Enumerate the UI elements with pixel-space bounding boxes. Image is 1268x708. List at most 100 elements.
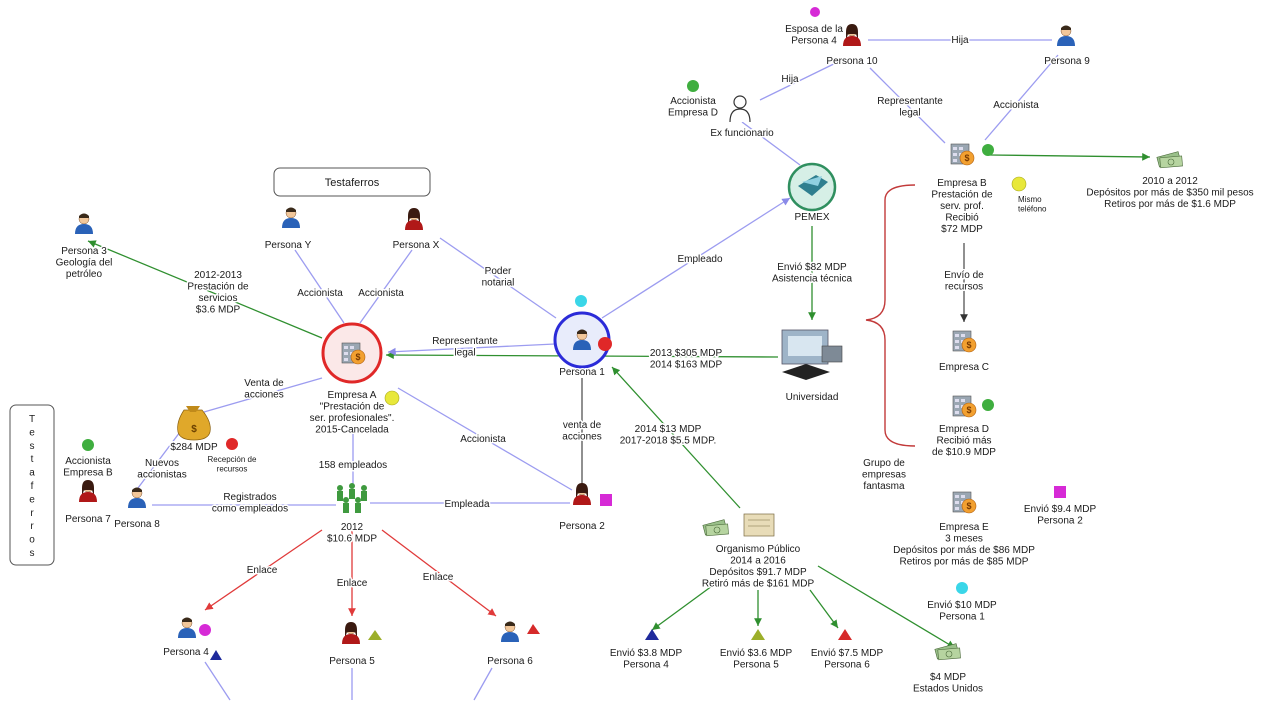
empresa-d-label: de $10.9 MDP [932, 447, 996, 458]
money-bills-icon [934, 643, 961, 661]
empresa-a-node [321, 322, 400, 406]
envio-38-label: Envió $3.8 MDP [610, 648, 683, 659]
organismo-label: Organismo Público [716, 544, 801, 555]
building-icon [952, 330, 977, 353]
persona3-label: Geología del [56, 258, 113, 269]
empleada-label: Empleada [444, 499, 489, 510]
accionista-p2-label: Accionista [460, 434, 506, 445]
nuevos-accionistas-label: Nuevos [145, 458, 179, 469]
person-icon [74, 213, 94, 235]
testaferros-letter: f [31, 481, 34, 492]
sphere-yellow-icon [384, 390, 400, 406]
accionista-d-label: Accionista [670, 96, 716, 107]
ex-funcionario-label: Ex funcionario [710, 128, 774, 139]
building-icon [952, 491, 977, 514]
envio-recursos-label: recursos [945, 282, 983, 293]
flow-organismo-label: 2014 $13 MDP [635, 424, 702, 435]
hija-top-label: Hija [951, 35, 969, 46]
venta-acciones-mid-label: venta de [563, 420, 602, 431]
venta-acciones-left-label: Venta de [244, 378, 284, 389]
persona7-label: Persona 7 [65, 514, 111, 525]
testaferros-top-label: Testaferros [325, 177, 380, 189]
testaferros-letter: e [29, 427, 35, 438]
envio-82-label: Envió $82 MDP [777, 262, 847, 273]
envio-82-label: Asistencia técnica [772, 274, 852, 285]
accionista-y-label: Accionista [297, 288, 343, 299]
empresa-a-label: ser. profesionales". [310, 413, 395, 424]
money-bag-icon: $ [177, 406, 211, 441]
persona-y-label: Persona Y [265, 240, 312, 251]
accionista-right-label: Accionista [993, 100, 1039, 111]
envio-recursos-label: Envío de [944, 270, 984, 281]
square-magenta-icon [1054, 486, 1066, 498]
testaferros-letter: r [30, 521, 34, 532]
testaferros-top-box: Testaferros [273, 167, 431, 197]
envio-36-label: Persona 5 [733, 660, 779, 671]
triangle-olive-icon [368, 630, 382, 640]
persona-x-label: Persona X [393, 240, 440, 251]
empresa-b-label: Recibió [945, 213, 979, 224]
sphere-red-icon [226, 438, 238, 450]
connector-lines [87, 39, 1151, 701]
grupo-label: Grupo de [863, 458, 905, 469]
representante-legal-top-label: Representante [877, 96, 943, 107]
person-icon [78, 479, 98, 503]
accionista-d-label: Empresa D [668, 108, 718, 119]
grupo-label: fantasma [863, 481, 905, 492]
nuevos-accionistas-label: accionistas [137, 470, 186, 481]
persona9-label: Persona 9 [1044, 56, 1090, 67]
empleados-2012-label: 2012 [341, 522, 364, 533]
persona5-label: Persona 5 [329, 656, 375, 667]
sphere-green-icon [82, 439, 94, 451]
persona3-label: Persona 3 [61, 246, 107, 257]
empresa-b-label: $72 MDP [941, 224, 983, 235]
flow-organismo-label: 2017-2018 $5.5 MDP. [620, 436, 717, 447]
testaferros-letter: T [29, 414, 35, 425]
organismo-label: Depósitos $91.7 MDP [709, 567, 807, 578]
empresa-a-label: "Prestación de [320, 402, 385, 413]
testaferros-letter: s [30, 441, 35, 452]
accionista-b-label: Empresa B [63, 468, 113, 479]
money-bills-icon [702, 519, 729, 537]
testaferros-letter: s [30, 548, 35, 559]
registrados-label: Registrados [223, 492, 276, 503]
empresa-e-label: 3 meses [945, 534, 983, 545]
envio-38-label: Persona 4 [623, 660, 669, 671]
persona3-label: petróleo [66, 269, 103, 280]
testaferros-letter: t [31, 454, 34, 465]
testaferros-left-box: Testaferros [9, 404, 55, 566]
envio-10-label: Persona 1 [939, 612, 985, 623]
servicios-36-label: $3.6 MDP [196, 305, 241, 316]
employees-group-icon [337, 483, 367, 513]
person-icon [842, 23, 862, 47]
venta-acciones-mid-label: acciones [562, 432, 601, 443]
building-icon [952, 395, 977, 418]
testaferros-letter: r [30, 508, 34, 519]
building-icon [950, 143, 975, 166]
estados-unidos-label: Estados Unidos [913, 684, 983, 695]
envio-94-label: Persona 2 [1037, 516, 1083, 527]
accionista-x-label: Accionista [358, 288, 404, 299]
venta-acciones-left-label: acciones [244, 390, 283, 401]
organismo-label: 2014 a 2016 [730, 556, 786, 567]
persona4-label: Persona 4 [163, 647, 209, 658]
envio-75-label: Envió $7.5 MDP [811, 648, 884, 659]
empleados-158-label: 158 empleados [319, 460, 387, 471]
poder-notarial-label: Poder [485, 266, 512, 277]
mismo-telefono-label: Mismo [1018, 195, 1042, 204]
sphere-red-icon [598, 337, 612, 351]
deposits-right-label: Depósitos por más de $350 mil pesos [1086, 188, 1253, 199]
sphere-cyan-icon [956, 582, 968, 594]
money-bills-icon [1156, 151, 1183, 169]
sphere-magenta-icon [199, 624, 211, 636]
empresa-c-label: Empresa C [939, 362, 989, 373]
representante-legal-top-label: legal [899, 108, 920, 119]
person-icon [1056, 25, 1076, 47]
empresa-b-label: Empresa B [937, 178, 987, 189]
pemex-logo-icon [787, 162, 837, 212]
enlace-3-label: Enlace [423, 572, 454, 583]
person-icon [572, 482, 592, 506]
empresa-d-label: Recibió más [936, 436, 991, 447]
envio-10-label: Envió $10 MDP [927, 600, 997, 611]
